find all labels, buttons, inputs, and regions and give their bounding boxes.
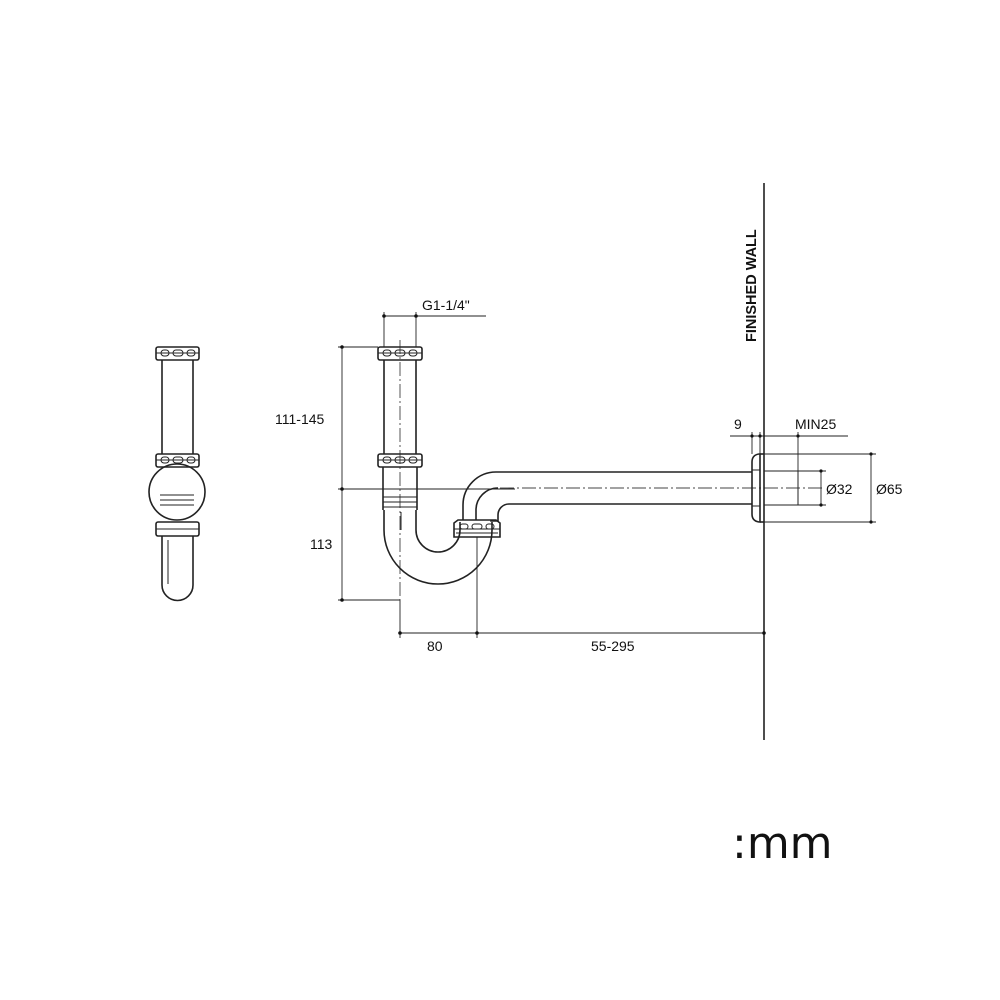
dimensions: G1-1/4" 111-145 113 80 55-295 9 MIN25 (275, 297, 903, 654)
tail-height-label: 111-145 (275, 411, 325, 427)
thread-size-label: G1-1/4" (422, 297, 470, 313)
front-view (338, 340, 825, 600)
flange-depth-label: 9 (734, 416, 742, 432)
trap-width-label: 80 (427, 638, 443, 654)
trap-height-label: 113 (310, 536, 333, 552)
flange-diameter-label: Ø65 (876, 481, 903, 497)
unit-label: :mm (732, 818, 833, 869)
finished-wall: FINISHED WALL (744, 183, 765, 740)
arm-length-label: 55-295 (591, 638, 635, 654)
side-view (148, 346, 206, 602)
insertion-depth-label: MIN25 (795, 416, 836, 432)
finished-wall-label: FINISHED WALL (744, 229, 760, 342)
pipe-diameter-label: Ø32 (826, 481, 853, 497)
